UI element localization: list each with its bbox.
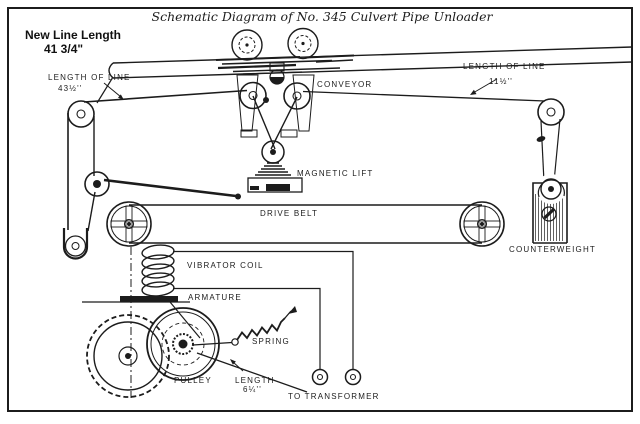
- bottom-pulley-stirrup: [62, 228, 89, 260]
- wire-lower: [173, 287, 321, 370]
- wire-upper: [173, 250, 354, 370]
- magnetic-lift-label: MAGNETIC LIFT: [297, 169, 374, 178]
- conveyor-label: CONVEYOR: [317, 80, 372, 89]
- length-arrow: [230, 359, 244, 372]
- tower-pulley-right: [283, 82, 311, 110]
- border-frame: [7, 7, 633, 412]
- bottom-left-pulley: [64, 235, 87, 257]
- right-pulley-rig: [536, 98, 565, 183]
- drive-belt-label: DRIVE BELT: [260, 209, 318, 218]
- top-right-pulley: [537, 98, 565, 126]
- counterweight: [532, 174, 568, 244]
- vibrator-coil-label: VIBRATOR COIL: [187, 261, 264, 270]
- terminal-right: [344, 368, 362, 386]
- annotation-line1: New Line Length: [25, 28, 121, 42]
- tower-pulley-left: [239, 81, 267, 110]
- length-right-arrow: [470, 78, 498, 95]
- drive-belt-assembly: [106, 201, 505, 247]
- spring-linkage: [192, 306, 308, 393]
- conveyor-assembly: [108, 27, 633, 79]
- length-of-line-right-value: 11½'': [489, 77, 513, 86]
- pulley-wheel: [146, 307, 220, 381]
- top-left-pulley: [67, 100, 95, 128]
- spring-coil: [236, 317, 286, 341]
- length-of-line-left-value: 43½'': [58, 84, 83, 93]
- drive-wheel-left: [106, 201, 152, 247]
- length-value: 6¼'': [243, 385, 262, 394]
- length-of-line-left-label: LENGTH OF LINE: [48, 73, 131, 82]
- hoist-line: [83, 76, 546, 104]
- counterweight-pulley: [540, 178, 562, 200]
- annotation-line2: 41 3/4": [44, 42, 83, 56]
- vibrator-coil: [141, 244, 175, 297]
- terminal-left: [311, 368, 329, 386]
- armature-label: ARMATURE: [188, 293, 242, 302]
- spring-label: SPRING: [252, 337, 290, 346]
- drive-rod: [196, 352, 308, 393]
- ratchet-wheel: [86, 314, 170, 398]
- lift-tower: [236, 62, 315, 193]
- armature: [82, 296, 201, 339]
- conveyor-roller-left: [231, 29, 263, 61]
- belt-shading: [215, 54, 355, 75]
- counterweight-label: COUNTERWEIGHT: [509, 245, 596, 254]
- to-transformer-label: TO TRANSFORMER: [288, 392, 380, 401]
- magnet-block: [247, 177, 303, 193]
- left-pulley-rig: [62, 100, 241, 260]
- diagram-title: Schematic Diagram of No. 345 Culvert Pip…: [152, 9, 494, 24]
- length-left-arrow: [103, 82, 124, 100]
- pulley-label: PULLEY: [174, 376, 212, 385]
- middle-left-pulley: [84, 171, 110, 197]
- magnet-core: [255, 162, 291, 176]
- counterweight-screw: [541, 206, 557, 222]
- conveyor-roller-right: [287, 27, 319, 60]
- length-of-line-right-label: LENGTH OF LINE: [463, 62, 546, 71]
- length-label: LENGTH: [235, 376, 275, 385]
- transformer-terminals: [311, 368, 362, 386]
- drive-wheel-right: [459, 201, 505, 247]
- lift-rod: [103, 178, 237, 198]
